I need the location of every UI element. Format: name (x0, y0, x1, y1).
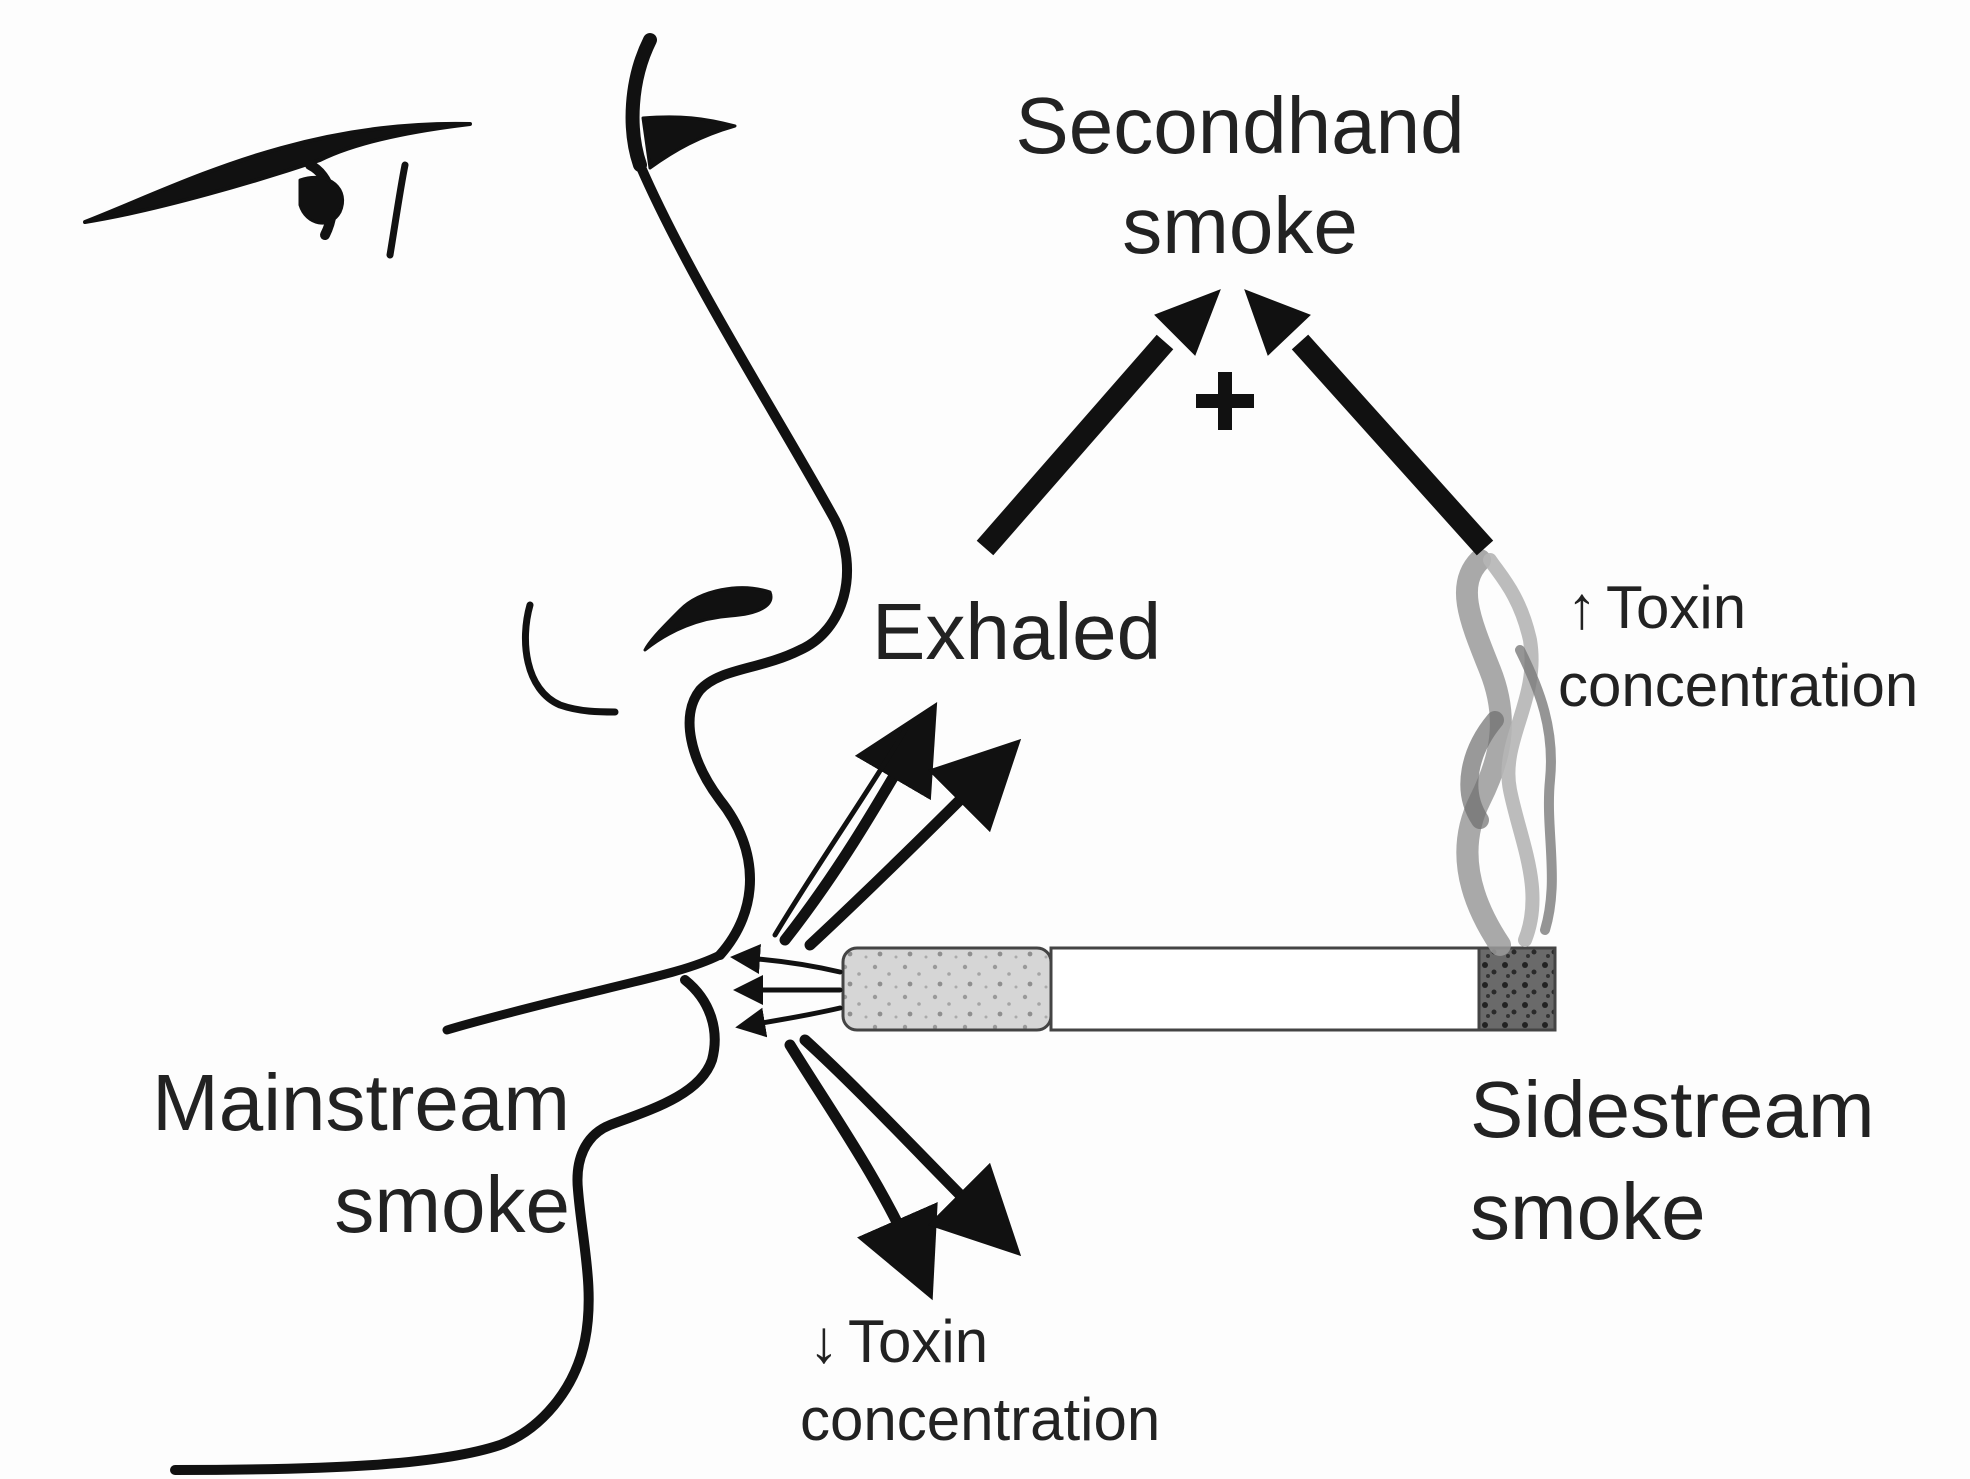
intake-arrows (745, 958, 840, 1025)
exhaled-arrows (775, 730, 990, 945)
toxin-low-label: ↓Toxin concentration (800, 1312, 1160, 1450)
sidestream-to-secondhand-arrow (1300, 342, 1485, 548)
sidestream-line-1: Sidestream (1470, 1070, 1875, 1150)
arrow-down-icon: ↓ (800, 1312, 848, 1372)
exhaled-to-secondhand-arrow (985, 342, 1165, 548)
secondhand-line-1: Secondhand (960, 86, 1520, 166)
cigarette-paper (1051, 948, 1479, 1030)
smoke-plume-icon (1467, 560, 1552, 945)
secondhand-arrows (985, 290, 1485, 548)
sidestream-line-2: smoke (1470, 1172, 1875, 1252)
cigarette-icon (843, 948, 1555, 1030)
exhaled-label: Exhaled (872, 592, 1161, 672)
toxin-low-line-2: concentration (800, 1390, 1160, 1450)
arrow-up-icon: ↑ (1558, 578, 1606, 638)
mainstream-line-1: Mainstream (80, 1063, 570, 1143)
mainstream-line-2: smoke (80, 1165, 570, 1245)
face-profile-icon (85, 40, 847, 1470)
mainstream-down-arrows (790, 1040, 990, 1260)
toxin-high-label: ↑Toxin concentration (1558, 578, 1968, 716)
secondhand-smoke-label: Secondhand smoke (960, 86, 1520, 266)
mainstream-smoke-label: Mainstream smoke (80, 1063, 570, 1245)
sidestream-smoke-label: Sidestream smoke (1470, 1070, 1875, 1252)
plus-icon (1196, 372, 1254, 430)
toxin-low-line-1: Toxin (848, 1308, 988, 1375)
toxin-high-line-1: Toxin (1606, 578, 1746, 641)
cigarette-filter (843, 948, 1051, 1030)
cigarette-ash (1479, 948, 1555, 1030)
toxin-high-line-2: concentration (1558, 656, 1968, 716)
secondhand-line-2: smoke (960, 186, 1520, 266)
